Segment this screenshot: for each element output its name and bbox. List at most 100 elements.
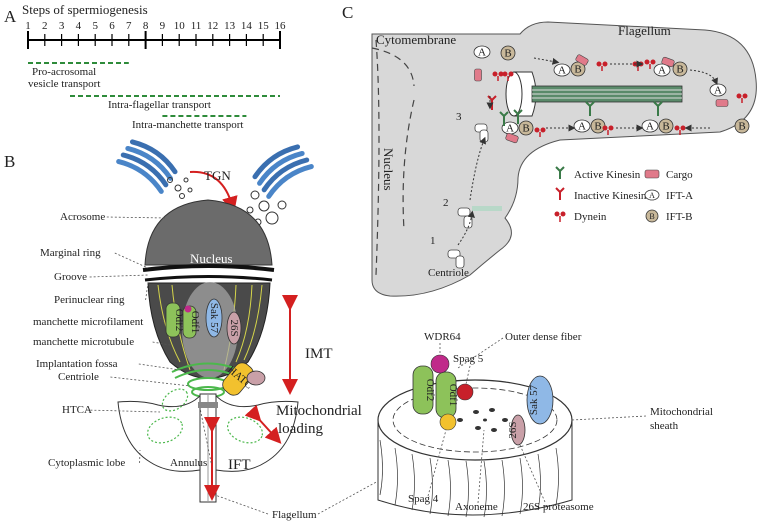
spag5-label: Spag 5 [453, 353, 484, 365]
odf2-label-d: Odf2 [424, 379, 436, 402]
panel-b-leader [110, 376, 191, 387]
legend-label: Cargo [666, 169, 693, 181]
legend-label: Active Kinesin [574, 169, 641, 181]
panel-a-letter: A [4, 7, 17, 26]
timeline-tick-label: 8 [143, 20, 149, 32]
panel-b-label: Perinuclear ring [54, 294, 125, 306]
dynein-token [502, 71, 508, 77]
nucleus-label-c: Nucleus [381, 148, 396, 191]
ift-b-token-label: B [738, 121, 745, 133]
timeline-tick-label: 2 [42, 20, 48, 32]
ift-label: IFT [228, 457, 251, 473]
ift-a-token-label: A [558, 65, 566, 77]
ift-a-token [473, 45, 491, 59]
ift-b-token [518, 120, 534, 136]
ift-a-token [709, 83, 727, 97]
mito-label: Mitochondrial [276, 403, 362, 419]
step-2-label: 2 [443, 197, 449, 209]
timeline-tick-label: 6 [109, 20, 115, 32]
cargo-token [575, 54, 589, 66]
ift-b-token-label: B [676, 64, 683, 76]
kinesin-token [585, 101, 595, 116]
timeline-tick-label: 7 [126, 20, 132, 32]
sak57-protein-d [526, 375, 554, 425]
ift-a-token-label: A [658, 65, 666, 77]
dynein-token [596, 61, 602, 67]
panel-b-leader [145, 282, 149, 301]
tgn-label: TGN [204, 168, 231, 183]
mito-sheath-label-2: sheath [650, 420, 679, 432]
sheath-stripes [379, 439, 559, 518]
ift-b-token [500, 45, 516, 61]
mito-loading-arrow [244, 404, 282, 444]
ift-b-token-label: B [522, 123, 529, 135]
inactive-kinesin-icon [555, 187, 565, 200]
dynein-token [644, 59, 650, 65]
step-3-label: 3 [456, 111, 462, 123]
timeline-tick-label: 3 [59, 20, 65, 32]
panel-b-label: Acrosome [60, 211, 105, 223]
wdr64-label: WDR64 [424, 331, 461, 343]
ift-b-token-label: B [574, 64, 581, 76]
timeline-tick-label: 5 [92, 20, 98, 32]
golgi-right-icon [252, 144, 314, 199]
odf1-label-b: Odf1 [189, 311, 201, 334]
spag5-protein [456, 383, 474, 401]
axoneme-label: Axoneme [455, 501, 498, 513]
dynein-token [492, 71, 498, 77]
panel-b-letter: B [4, 152, 15, 171]
wdr64-protein [430, 354, 450, 374]
panel-b-leader [114, 252, 149, 269]
d-leader-lines [427, 337, 647, 504]
kinesin-token [653, 101, 663, 116]
cell-outline [371, 21, 757, 297]
panel-b-label: HTCA [62, 404, 92, 416]
ift-a-token-label: A [506, 123, 514, 135]
centriole-label-c: Centriole [428, 267, 469, 279]
sak57-label-b: Sak 57 [208, 303, 220, 334]
ift-a-token-label: A [646, 121, 654, 133]
kinesin-token [499, 111, 509, 126]
cargo-token [661, 56, 675, 68]
dynein-token [602, 125, 608, 131]
loading-label: loading [278, 421, 323, 437]
odf2-protein-b [165, 302, 181, 338]
odf1-label-d: Odf1 [447, 384, 459, 407]
panel-b-leader [86, 409, 161, 413]
cargo-token [715, 99, 729, 107]
axoneme-bundle [531, 85, 683, 103]
spag4-label: Spag 4 [408, 493, 439, 505]
mito-sheath-label-1: Mitochondrial [650, 406, 713, 418]
ift-b-token [658, 118, 674, 134]
transport-bar-label-2: vesicle transport [28, 78, 100, 90]
ift-b-token [672, 61, 688, 77]
panel-b-label: Groove [54, 271, 87, 283]
panel-a-title: Steps of spermiogenesis [22, 2, 148, 17]
tgn-arrow [189, 170, 238, 213]
step-1-label: 1 [430, 235, 436, 247]
ift-b-token-label: B [662, 121, 669, 133]
proteasome-label: 26S proteasome [523, 501, 594, 513]
legend-label: IFT-A [666, 190, 693, 202]
acrosome-nucleus-cap [144, 199, 273, 266]
ift-a-token-label: A [478, 47, 486, 59]
panel-b-label: Implantation fossa [36, 358, 118, 370]
panel-b-leader [159, 317, 165, 323]
timeline-tick-label: 15 [258, 20, 270, 32]
dynein-token [674, 125, 680, 131]
panel-b-label: manchette microfilament [33, 316, 143, 328]
cargo-icon [644, 169, 660, 179]
ift-a-token-label: A [714, 85, 722, 97]
centriole-b [187, 377, 229, 391]
panel-b-label: Marginal ring [40, 247, 101, 259]
ift-b-token [734, 118, 750, 134]
timeline-tick-label: 1 [25, 20, 31, 32]
odf-label: Outer dense fiber [505, 331, 582, 343]
panel-c: C Cytomembrane Flagellum Nucleus Centrio… [342, 3, 757, 297]
panel-c-letter: C [342, 3, 353, 22]
panel-b-label: manchette microtubule [33, 336, 134, 348]
odf2-protein-d [412, 365, 434, 415]
